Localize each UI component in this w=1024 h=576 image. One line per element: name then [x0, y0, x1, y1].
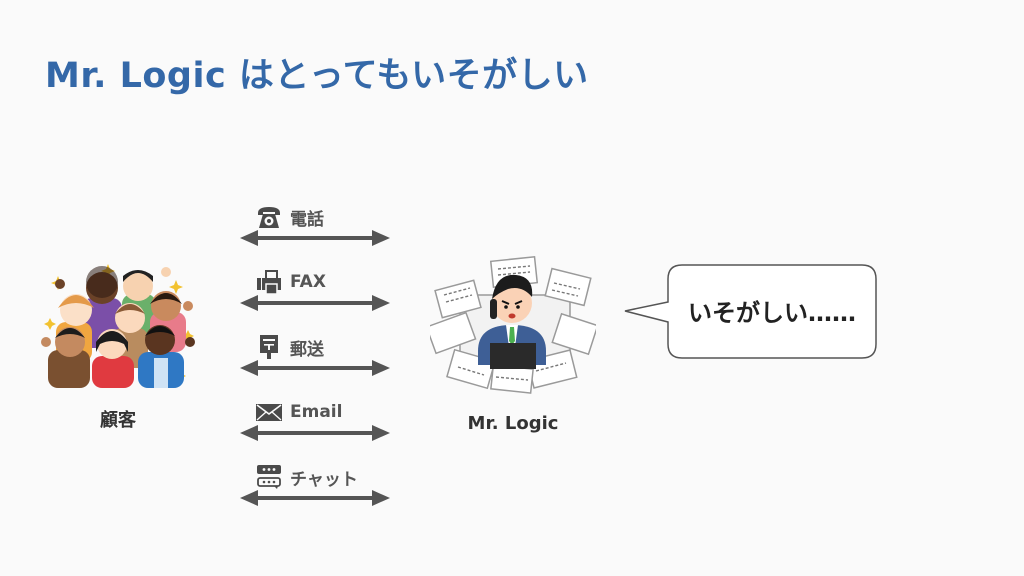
- mailbox-icon: [260, 335, 278, 359]
- channel-label: 電話: [290, 209, 324, 230]
- channel-chat: チャット: [240, 464, 390, 520]
- mr-logic-label: Mr. Logic: [467, 413, 559, 434]
- channel-email: Email: [240, 399, 390, 455]
- bidirectional-arrow: [240, 230, 390, 246]
- customers-illustration: [41, 264, 195, 388]
- channel-label: FAX: [290, 272, 326, 292]
- bidirectional-arrow: [240, 425, 390, 441]
- mr-logic-illustration: [425, 255, 599, 394]
- speech-bubble-text: いそがしい……: [688, 299, 856, 327]
- channel-fax: FAX: [240, 269, 390, 325]
- channel-mail: 郵送: [240, 334, 390, 390]
- mr-logic-actor: Mr. Logic: [425, 255, 599, 434]
- bidirectional-arrow: [240, 360, 390, 376]
- bidirectional-arrow: [240, 295, 390, 311]
- channel-label: チャット: [290, 469, 358, 490]
- speech-bubble-shape: [624, 264, 877, 359]
- telephone-icon: [258, 207, 280, 228]
- envelope-icon: [256, 404, 282, 421]
- customers-label: 顧客: [100, 410, 136, 431]
- bidirectional-arrow: [240, 490, 390, 506]
- customers-actor: 顧客: [38, 258, 198, 432]
- fax-icon: [257, 270, 281, 295]
- chat-icon: [257, 465, 281, 489]
- speech-bubble: いそがしい……: [622, 264, 878, 359]
- channel-label: 郵送: [290, 339, 324, 360]
- slide-title: Mr. Logic はとってもいそがしい: [45, 56, 589, 96]
- channel-phone: 電話: [240, 204, 390, 260]
- channel-label: Email: [290, 402, 343, 422]
